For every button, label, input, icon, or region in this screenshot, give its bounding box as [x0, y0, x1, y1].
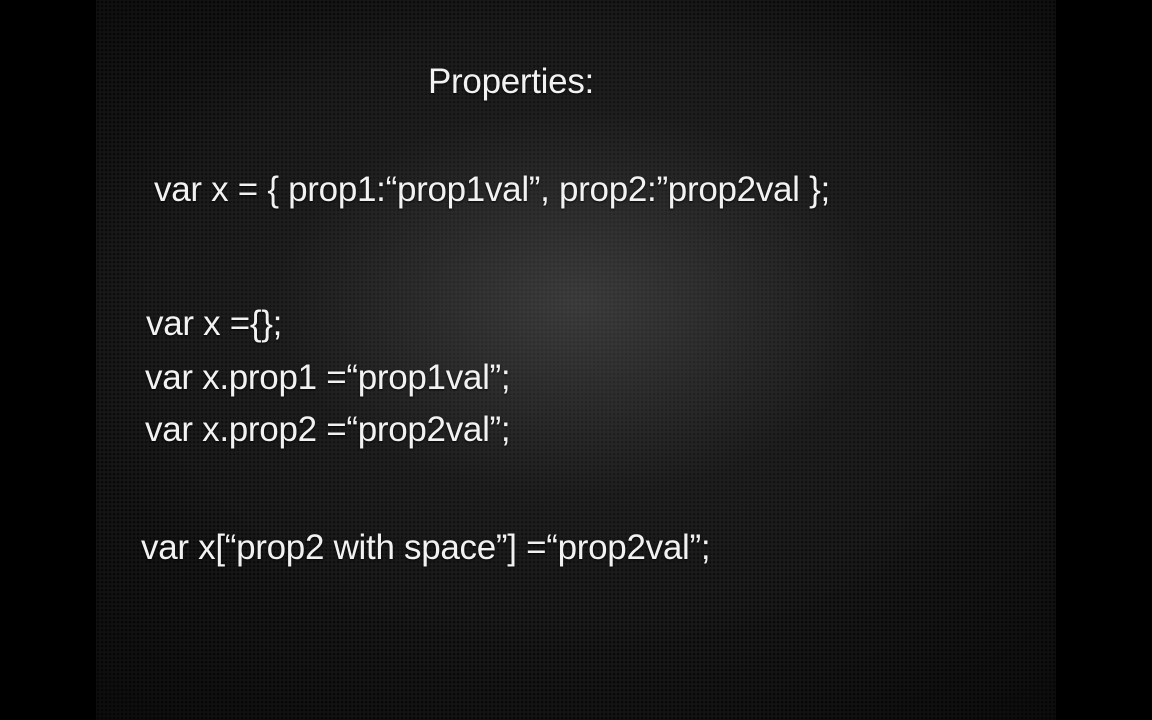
letterbox-right: [1056, 0, 1152, 720]
presentation-slide: Properties: var x = { prop1:“prop1val”, …: [96, 0, 1056, 720]
code-line-dot-prop1: var x.prop1 =“prop1val”;: [145, 358, 511, 397]
slide-title: Properties:: [428, 62, 594, 101]
code-line-bracket-notation: var x[“prop2 with space”] =“prop2val”;: [141, 528, 711, 567]
code-line-dot-prop2: var x.prop2 =“prop2val”;: [145, 410, 511, 449]
letterbox-left: [0, 0, 96, 720]
code-line-object-literal: var x = { prop1:“prop1val”, prop2:”prop2…: [154, 170, 830, 209]
code-line-empty-object: var x ={};: [146, 304, 283, 343]
